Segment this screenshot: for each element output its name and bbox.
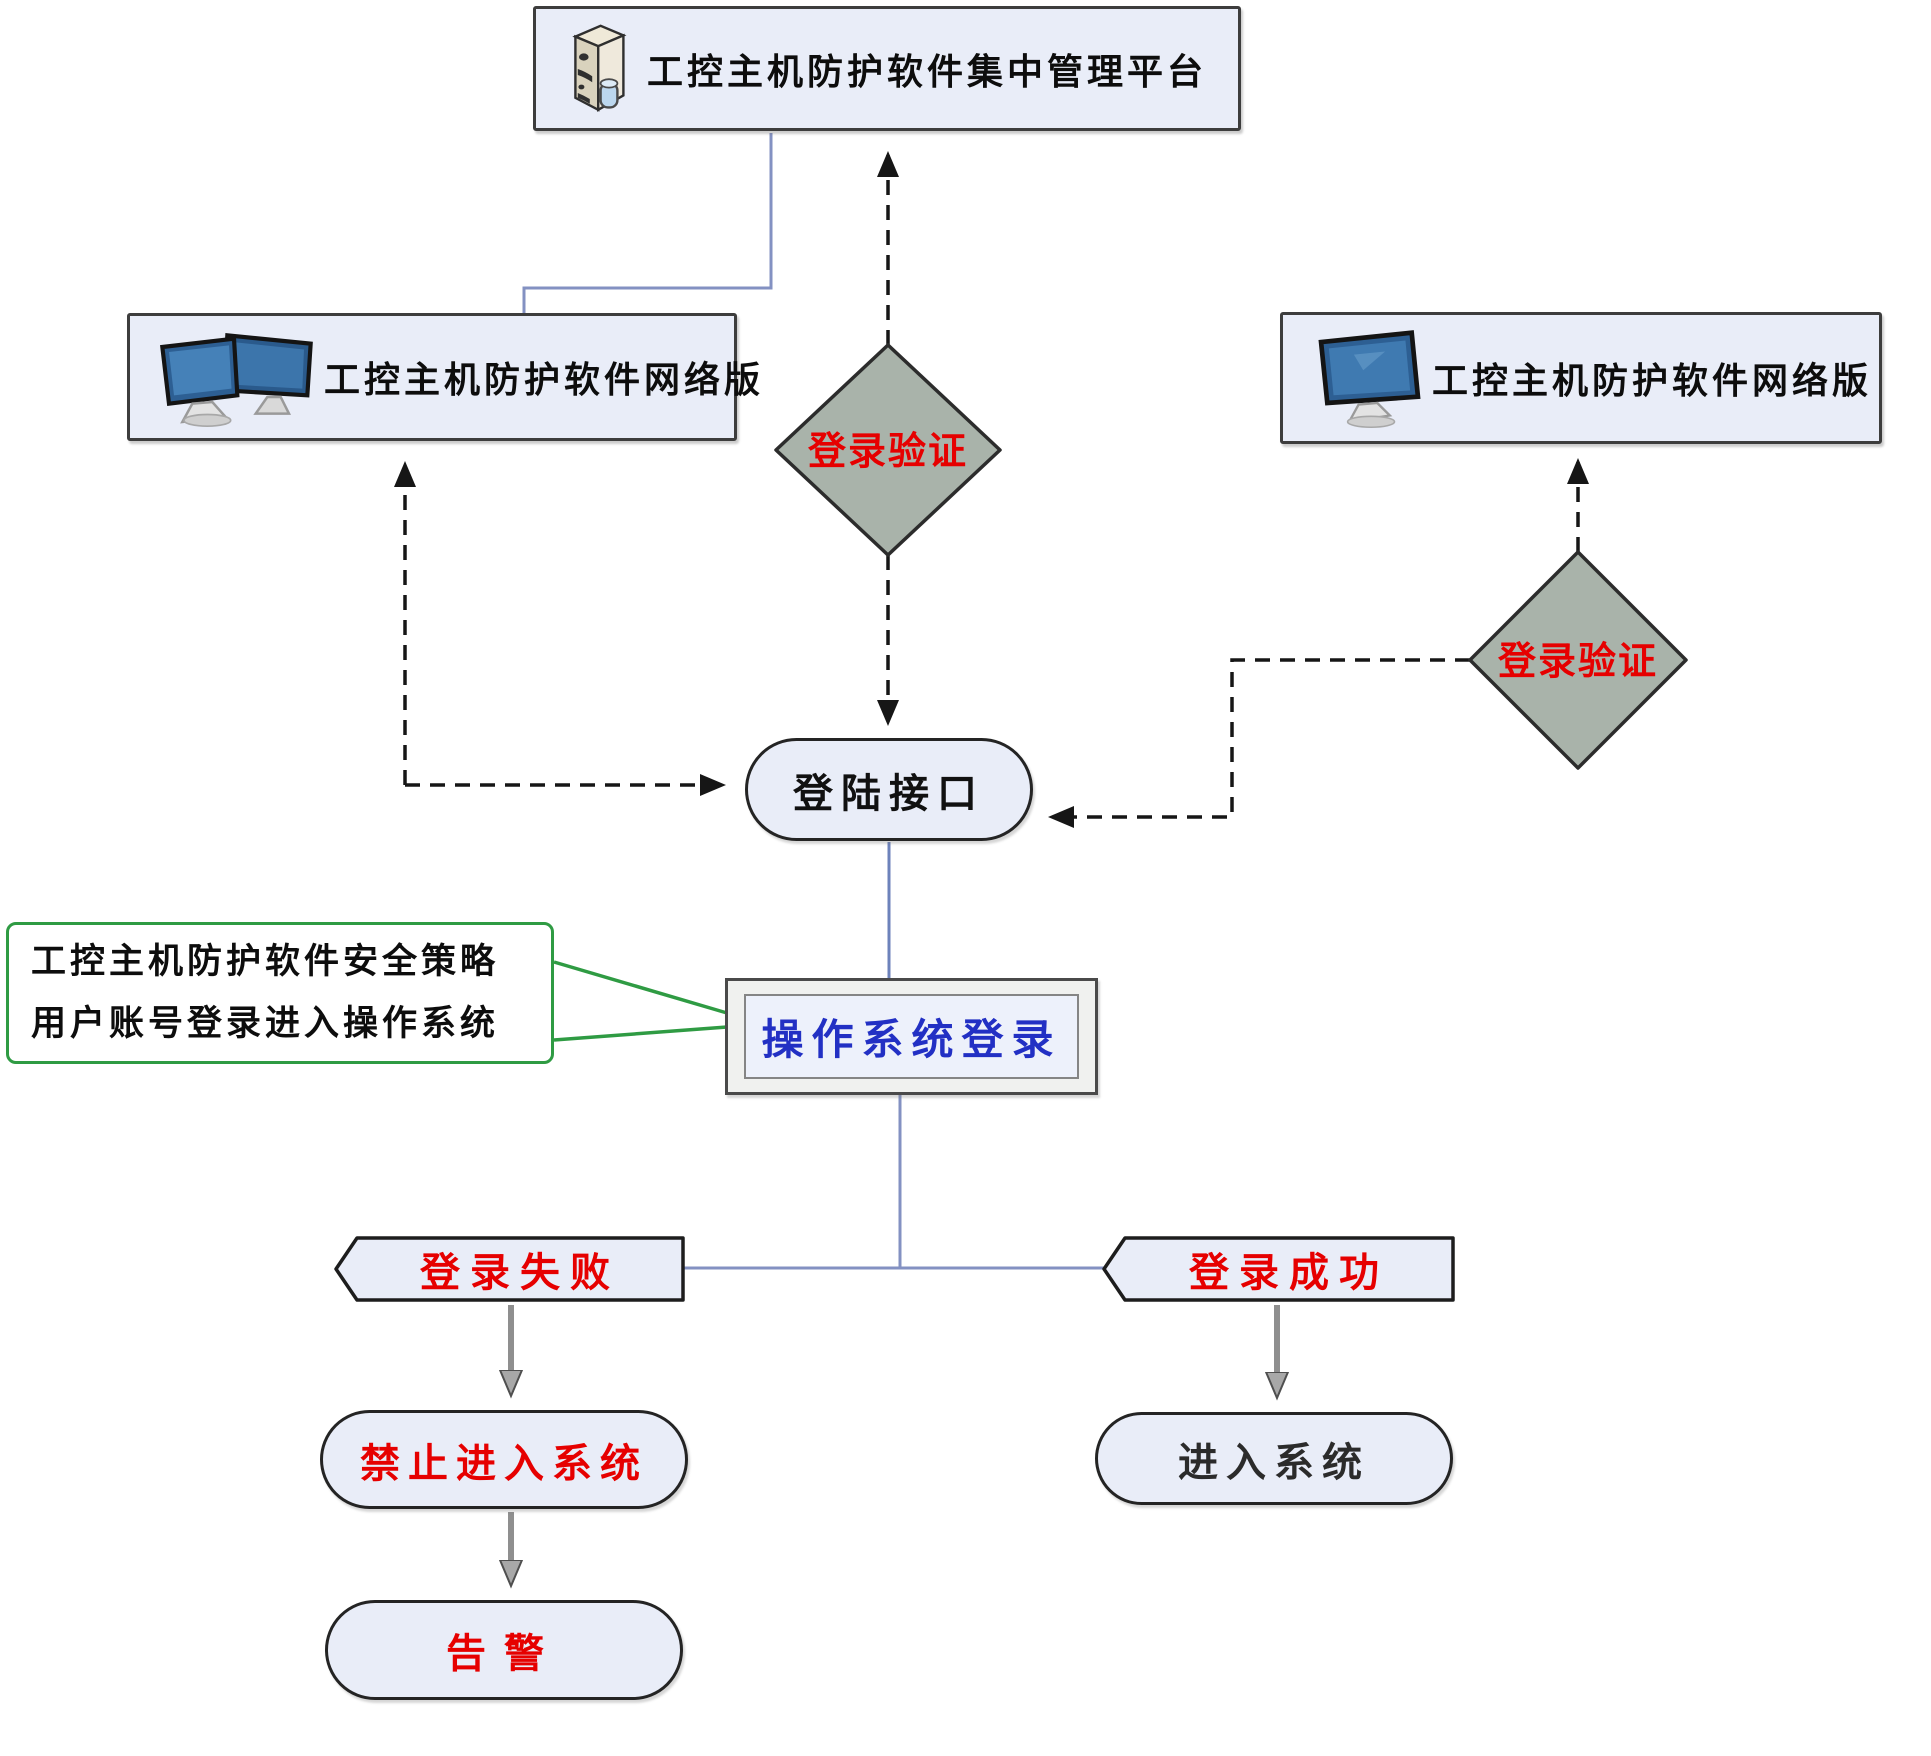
node-deny-enter-label: 禁止进入系统 xyxy=(360,1440,648,1486)
wire-verify-right-to-login-interface xyxy=(1048,658,1470,828)
login-success-shape xyxy=(1102,1236,1455,1302)
login-fail-shape xyxy=(334,1236,685,1302)
node-login-interface: 登陆接口 xyxy=(745,738,1033,841)
monitor-icon xyxy=(1307,326,1432,430)
node-client-right-label: 工控主机防护软件网络版 xyxy=(1432,361,1873,401)
node-os-login-inner: 操作系统登录 xyxy=(744,994,1079,1079)
node-verify-right-label: 登录验证 xyxy=(1497,640,1658,683)
node-login-interface-label: 登陆接口 xyxy=(793,770,985,816)
node-login-fail-label: 登录失败 xyxy=(420,1250,620,1295)
node-platform: 工控主机防护软件集中管理平台 xyxy=(533,6,1241,131)
dual-monitor-icon xyxy=(154,327,324,427)
callout-line1: 工控主机防护软件安全策略 xyxy=(31,942,500,981)
verify-right-diamond xyxy=(1468,550,1688,770)
node-platform-label: 工控主机防护软件集中管理平台 xyxy=(646,51,1207,92)
node-login-success-label: 登录成功 xyxy=(1189,1250,1389,1295)
node-client-right: 工控主机防护软件网络版 xyxy=(1280,312,1882,444)
node-os-login: 操作系统登录 xyxy=(725,978,1098,1095)
node-client-left-label: 工控主机防护软件网络版 xyxy=(324,360,765,400)
node-alarm: 告警 xyxy=(325,1600,683,1700)
node-client-left: 工控主机防护软件网络版 xyxy=(127,313,760,441)
node-verify-center-label: 登录验证 xyxy=(807,430,968,473)
callout-line2: 用户账号登录进入操作系统 xyxy=(31,1004,500,1043)
wire-platform-to-client-left xyxy=(522,133,773,313)
node-enter-system: 进入系统 xyxy=(1095,1412,1453,1505)
server-icon xyxy=(560,21,634,117)
node-os-login-label: 操作系统登录 xyxy=(761,1018,1062,1064)
wire-callout-pointer-bottom xyxy=(553,1025,728,1042)
node-alarm-label: 告警 xyxy=(446,1631,562,1676)
node-deny-enter: 禁止进入系统 xyxy=(320,1410,688,1509)
verify-center-diamond xyxy=(774,343,1002,557)
wire-callout-pointer-top xyxy=(553,960,728,1015)
node-enter-system-label: 进入系统 xyxy=(1178,1439,1370,1485)
callout-note: 工控主机防护软件安全策略 用户账号登录进入操作系统 xyxy=(6,922,554,1064)
